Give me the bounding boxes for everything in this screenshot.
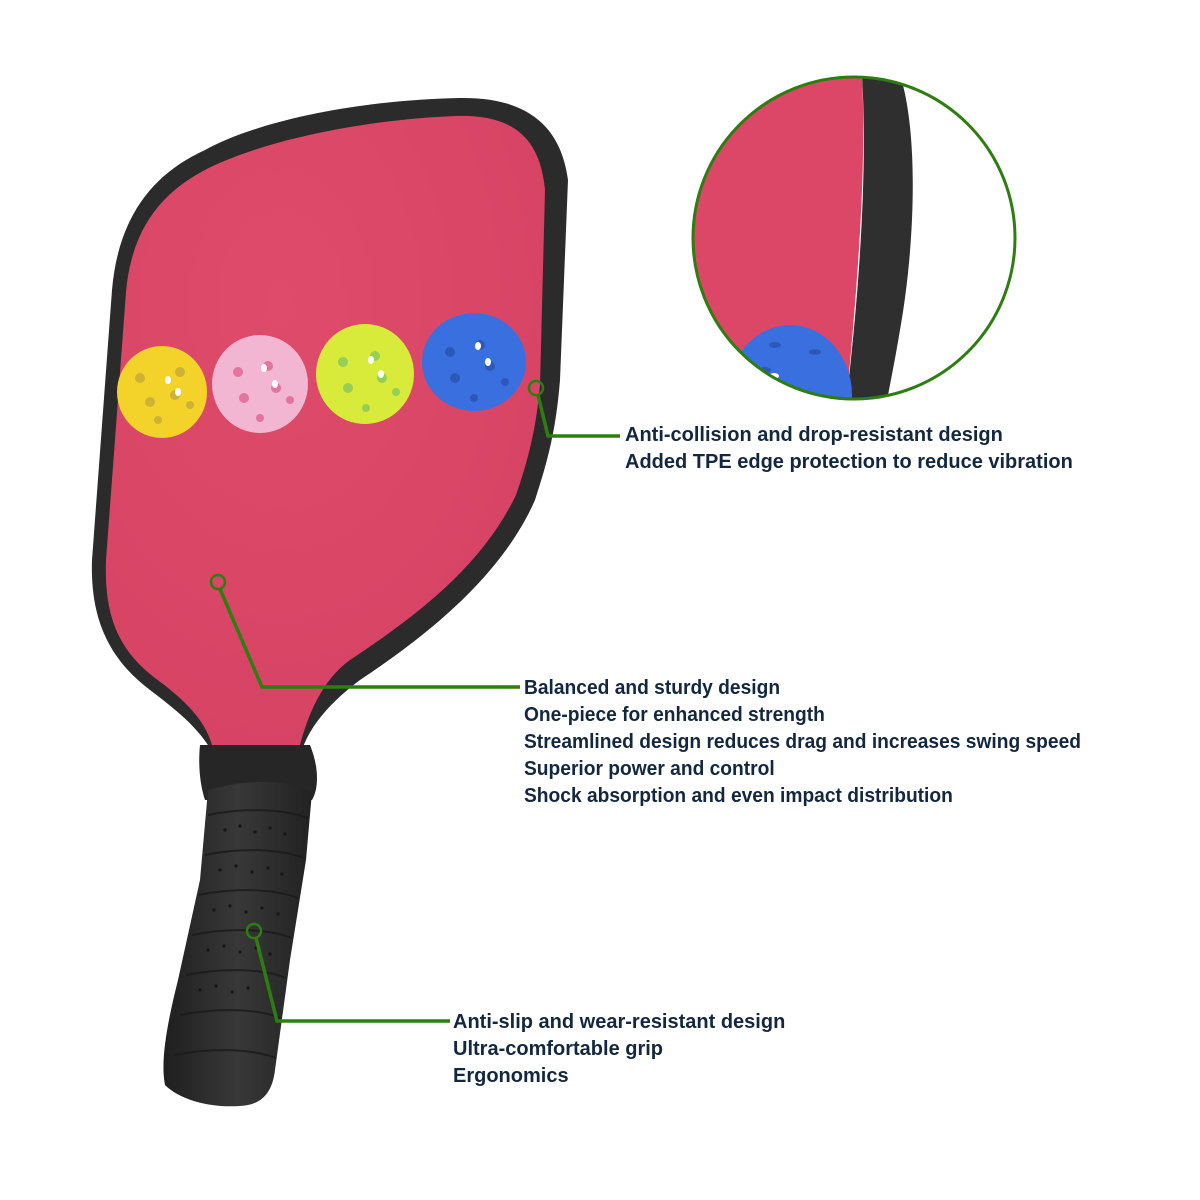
callout-line: Ergonomics [453,1065,569,1087]
callout-line: Anti-slip and wear-resistant design [453,1011,786,1033]
callout-line: Balanced and sturdy design [524,677,781,699]
leader-grip [245,922,450,1023]
grip [163,782,312,1107]
callout-paddle-body: Balanced and sturdy design One-piece for… [524,675,1081,810]
blue-ball [422,313,526,411]
callout-line: Ultra-comfortable grip [453,1038,664,1060]
callout-line: One-piece for enhanced strength [524,704,825,726]
grip-perforations [198,824,287,994]
callout-edge-protection: Anti-collision and drop-resistant design… [625,422,1073,476]
callout-grip: Anti-slip and wear-resistant design Ultr… [453,1009,785,1090]
yellow-ball [117,346,207,438]
balls [117,313,526,438]
callout-line: Anti-collision and drop-resistant design [625,424,1003,446]
lime-ball [316,324,414,424]
callout-line: Superior power and control [524,758,775,780]
callout-line: Shock absorption and even impact distrib… [524,785,953,807]
callout-line: Added TPE edge protection to reduce vibr… [625,451,1073,473]
leader-body [209,573,520,689]
callout-leaders [209,379,620,1023]
paddle [91,97,568,1107]
edge-detail-zoom [691,75,1017,401]
grip-wraps [173,809,309,1059]
callout-line: Streamlined design reduces drag and incr… [524,731,1082,753]
leader-edge [527,379,620,438]
pink-ball [212,335,308,433]
